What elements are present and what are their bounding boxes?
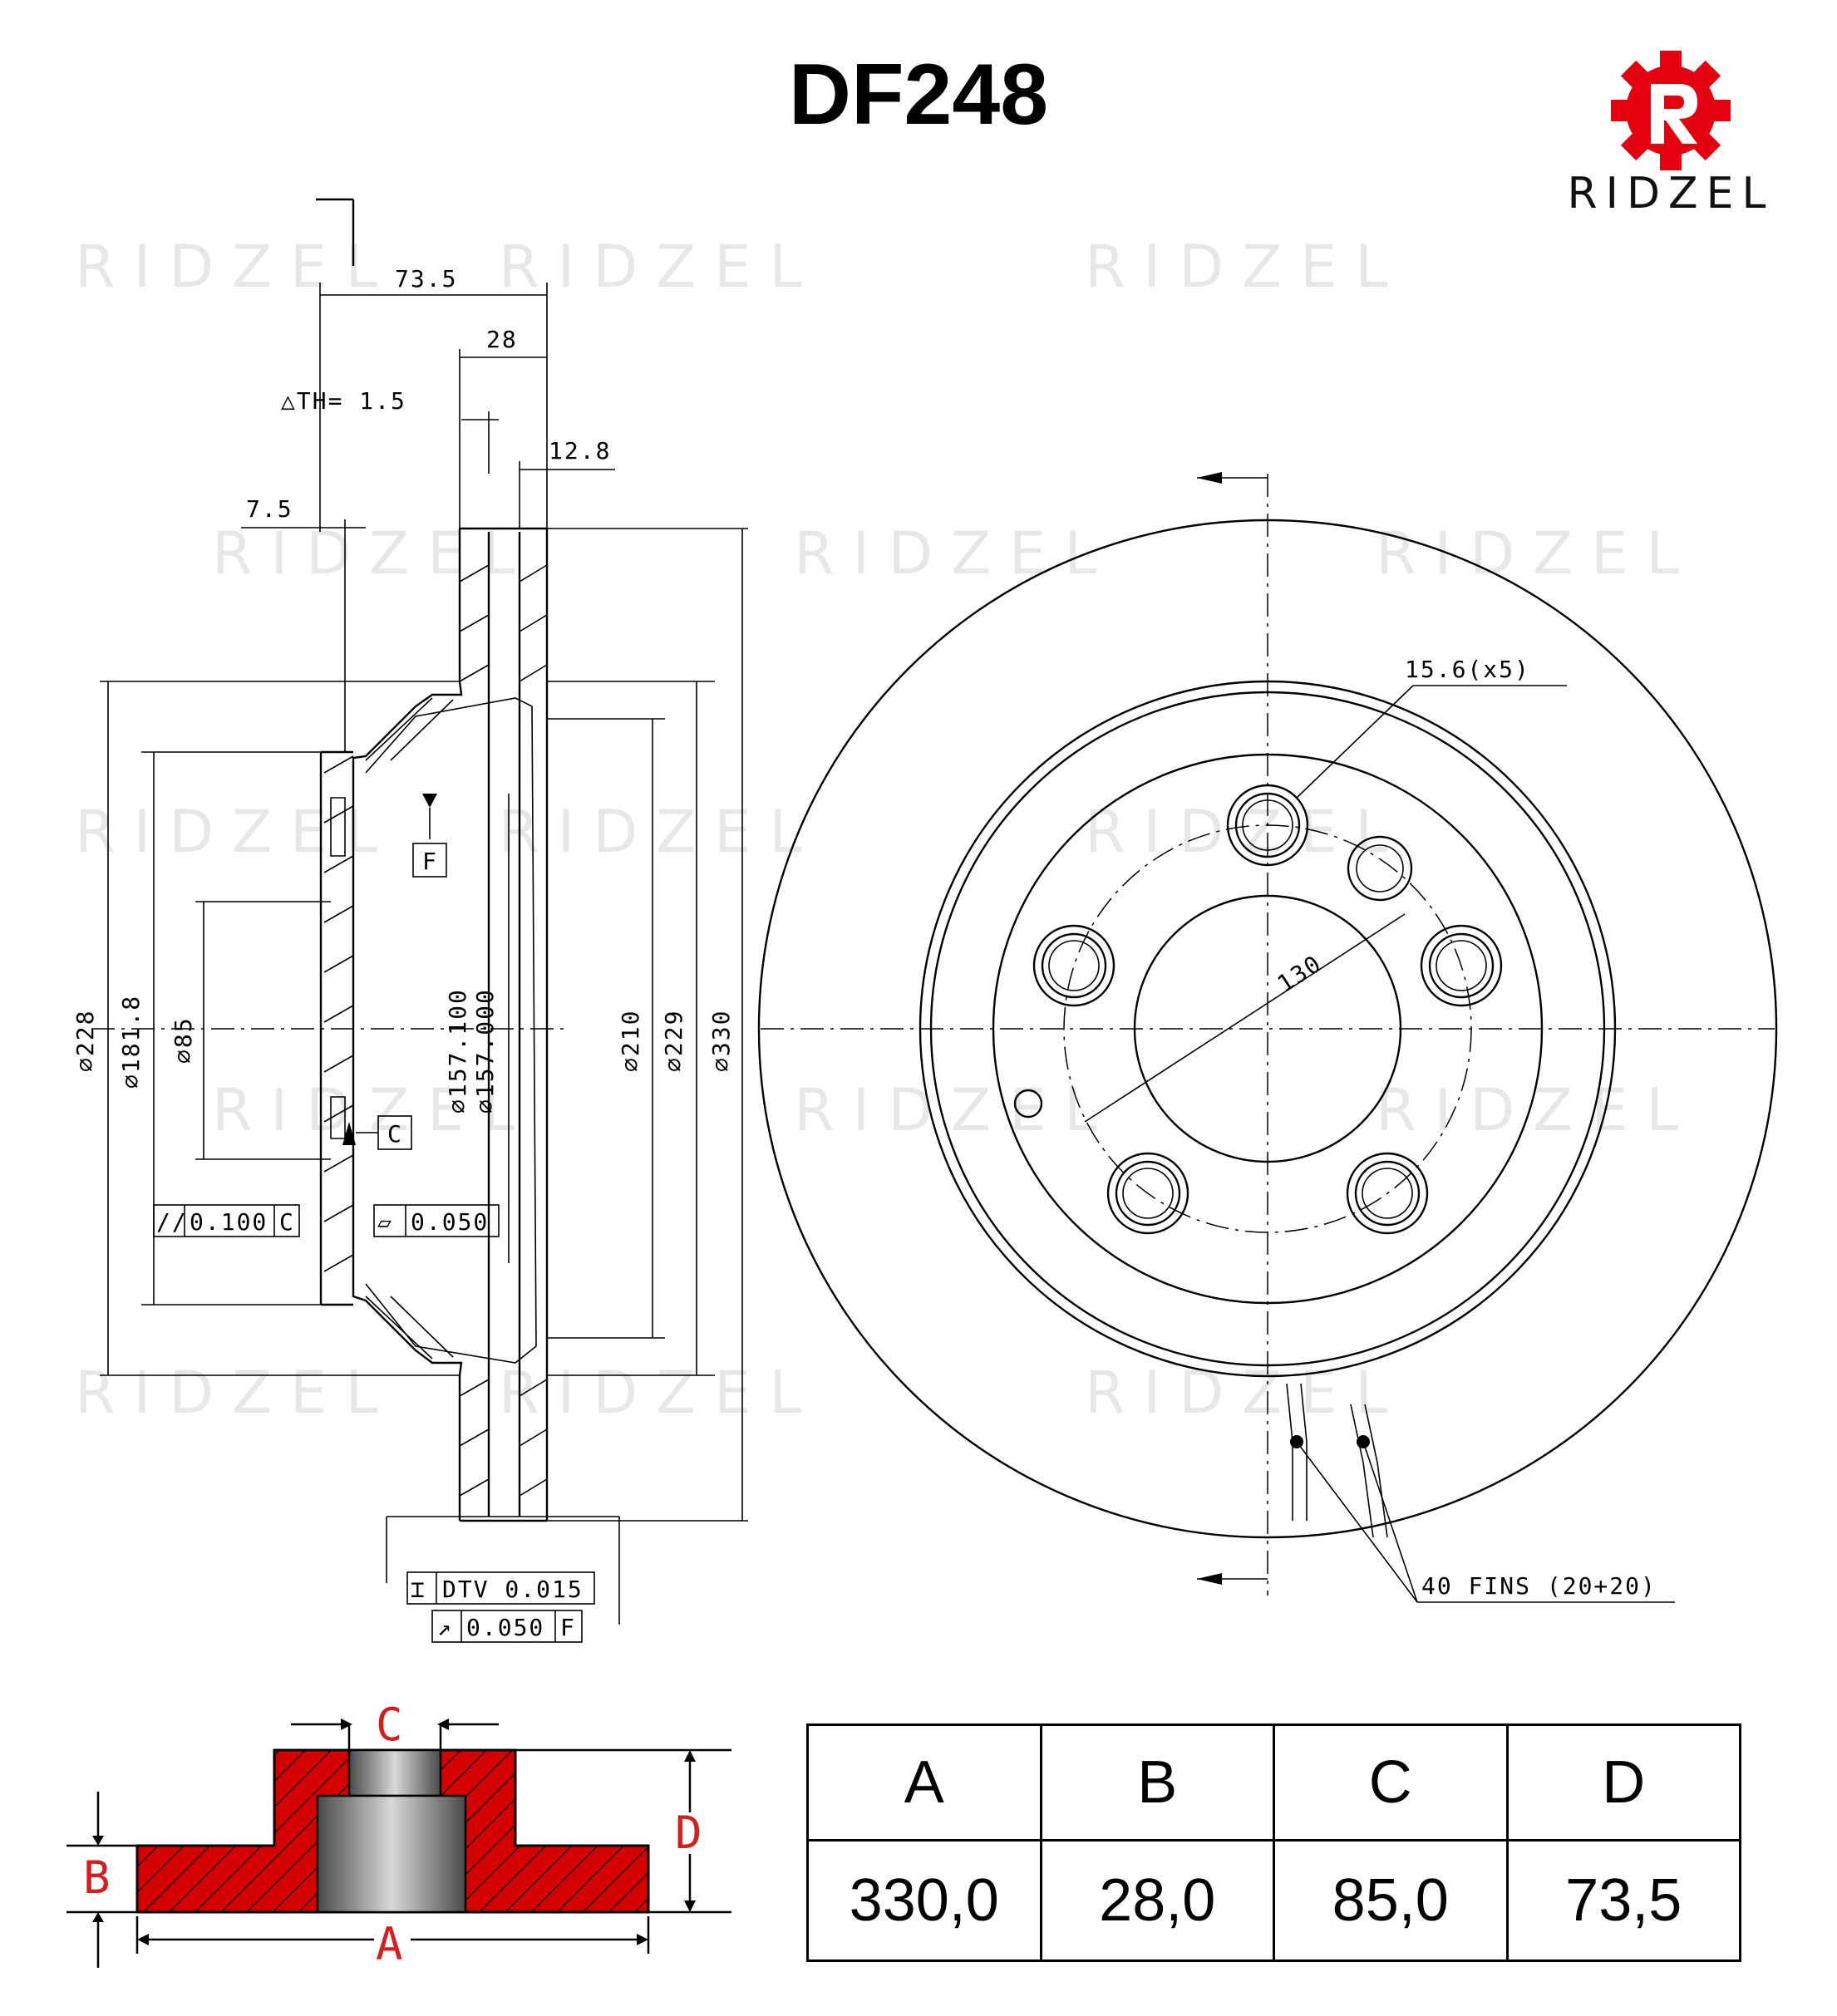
- header-a: A: [806, 1723, 1042, 1841]
- gear-r-icon: [1611, 51, 1731, 170]
- watermark-text: RIDZEL: [1376, 1076, 1697, 1144]
- value-c: 85,0: [1273, 1839, 1509, 1962]
- spec-table: A B C D 330,0 28,0 85,0 73,5: [806, 1723, 1741, 1962]
- datum-f: F: [422, 848, 438, 875]
- product-code: DF248: [788, 47, 1049, 143]
- watermark-text: RIDZEL: [499, 1359, 820, 1427]
- dim-dia-330: ⌀330: [707, 1010, 735, 1072]
- dim-dia-181-8: ⌀181.8: [117, 995, 145, 1089]
- label-a: A: [376, 1918, 403, 1970]
- svg-text:▱: ▱: [377, 1208, 393, 1236]
- dim-fins: 40 FINS (20+20): [1421, 1572, 1657, 1600]
- dim-disc-thickness: 28: [486, 326, 518, 353]
- watermark-text: RIDZEL: [1085, 798, 1406, 866]
- watermark-text: RIDZEL: [499, 798, 820, 866]
- watermark-text: RIDZEL: [499, 233, 820, 301]
- label-c: C: [376, 1699, 403, 1751]
- dim-pcd: 130: [1273, 949, 1327, 997]
- parallelism-frame: // 0.100 C: [153, 1204, 300, 1237]
- watermark-text: RIDZEL: [1085, 1359, 1406, 1427]
- svg-text:0.050: 0.050: [411, 1208, 489, 1236]
- bolt-holes: [1032, 784, 1503, 1235]
- runout-frame: ↗ 0.050 F: [431, 1610, 583, 1643]
- table-header-row: A B C D: [806, 1723, 1741, 1841]
- watermark-text: RIDZEL: [212, 519, 533, 588]
- dim-dia-157-000: ⌀157.000: [471, 988, 499, 1114]
- dim-total-height: 73.5: [395, 265, 457, 293]
- dim-dia-157-100: ⌀157.100: [444, 988, 471, 1114]
- dim-dia-85: ⌀85: [170, 1016, 197, 1064]
- label-d: D: [675, 1807, 702, 1859]
- flatness-frame: ▱ 0.050: [373, 1204, 500, 1237]
- dim-dia-229: ⌀229: [660, 1010, 687, 1072]
- brand-logo: RIDZEL: [1542, 46, 1800, 220]
- datum-c: C: [387, 1120, 403, 1148]
- dim-dia-228: ⌀228: [71, 1010, 99, 1072]
- watermark-text: RIDZEL: [75, 233, 396, 301]
- header-d: D: [1505, 1723, 1741, 1841]
- watermark-text: RIDZEL: [794, 519, 1115, 588]
- svg-text:⌶: ⌶: [411, 1576, 426, 1603]
- dtv-frame: ⌶ DTV 0.015: [386, 1516, 620, 1625]
- svg-text:↗: ↗: [437, 1614, 453, 1641]
- technical-drawing: RIDZEL RIDZEL RIDZEL RIDZEL RIDZEL RIDZE…: [71, 198, 1778, 1643]
- dim-hat-offset: 12.8: [549, 437, 611, 465]
- disc-profile: [135, 1748, 650, 1914]
- watermark-text: RIDZEL: [1376, 519, 1697, 588]
- watermark-text: RIDZEL: [75, 798, 396, 866]
- header-b: B: [1039, 1723, 1275, 1841]
- value-d: 73,5: [1505, 1839, 1741, 1962]
- watermark-text: RIDZEL: [794, 1076, 1115, 1144]
- dim-flange: 7.5: [246, 495, 293, 523]
- brand-name: RIDZEL: [1567, 169, 1775, 219]
- table-value-row: 330,0 28,0 85,0 73,5: [806, 1839, 1741, 1962]
- dimension-schematic: C D B A: [66, 1699, 731, 1970]
- svg-text:DTV 0.015: DTV 0.015: [442, 1576, 584, 1603]
- svg-text://: //: [156, 1208, 188, 1236]
- svg-text:0.100: 0.100: [190, 1208, 268, 1236]
- watermark-text: RIDZEL: [1085, 233, 1406, 301]
- watermark: RIDZEL RIDZEL RIDZEL RIDZEL RIDZEL RIDZE…: [75, 233, 1697, 1427]
- dim-hole-size: 15.6(x5): [1405, 656, 1530, 683]
- svg-text:F: F: [560, 1614, 576, 1641]
- svg-text:C: C: [279, 1208, 295, 1236]
- watermark-text: RIDZEL: [75, 1359, 396, 1427]
- dim-delta-th: △TH= 1.5: [281, 387, 406, 415]
- front-view: 130 15.6(x5) 40 FINS (20+20): [757, 472, 1778, 1603]
- header-c: C: [1273, 1723, 1509, 1841]
- section-view: 73.5 28 △TH= 1.5 12.8 7.5 ⌀228 ⌀181.8 ⌀8…: [71, 198, 748, 1643]
- value-b: 28,0: [1039, 1839, 1275, 1962]
- dim-dia-210: ⌀210: [617, 1010, 644, 1072]
- svg-text:0.050: 0.050: [466, 1614, 544, 1641]
- value-a: 330,0: [806, 1839, 1042, 1962]
- label-b: B: [83, 1851, 111, 1904]
